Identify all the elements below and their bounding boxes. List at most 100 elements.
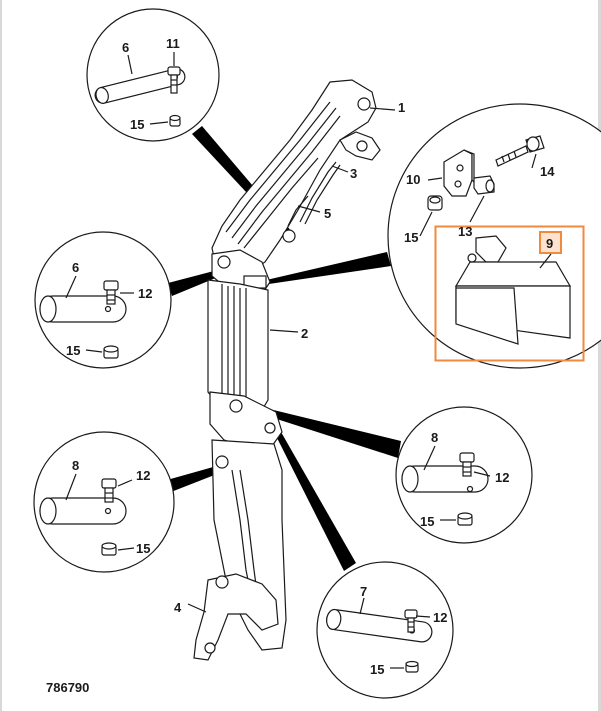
leader-lr-12: [415, 615, 431, 618]
label-ml-15: 15: [66, 343, 80, 358]
frame-border-left: [0, 0, 2, 711]
kingpost-lower-pin: [204, 642, 216, 654]
nut-part-15-big-right: [427, 195, 443, 211]
label-ml-12: 12: [138, 286, 152, 301]
leader-tl-15: [149, 121, 169, 125]
leader-ml-15: [85, 349, 103, 353]
leader-br-15: [419, 211, 433, 237]
detail-low-left: 8 12 15: [33, 431, 175, 573]
callout-wedge-low-right: [268, 418, 356, 571]
label-lr-7: 7: [360, 584, 367, 599]
boom-assembly: [193, 79, 381, 661]
leader-3: [331, 165, 349, 173]
stop-part-13: [473, 175, 495, 195]
pin-part-6-mid: [39, 295, 127, 323]
detail-big-right: 10 13 14 15 9: [387, 103, 601, 369]
label-part-3: 3: [350, 166, 357, 181]
detail-top-left: 6 11 15: [86, 8, 220, 142]
drawing-number: 786790: [46, 680, 89, 695]
label-mr-15: 15: [420, 514, 434, 529]
label-br-9: 9: [546, 236, 553, 251]
boom-foot-joint: [209, 391, 283, 449]
callout-wedge-mid-right: [255, 406, 401, 458]
nut-part-15-mid: [103, 345, 119, 359]
label-tl-11: 11: [166, 36, 180, 51]
label-tl-15: 15: [130, 117, 144, 132]
pad-part-9: [454, 235, 572, 345]
rod-edge: [304, 164, 341, 225]
nut-part-15-mid-right: [457, 512, 473, 526]
label-br-14: 14: [540, 164, 555, 179]
label-part-5: 5: [324, 206, 331, 221]
main-boom: [207, 279, 269, 411]
arm-top-pin: [357, 97, 371, 111]
label-part-1: 1: [398, 100, 405, 115]
leader-ll-8: [65, 473, 77, 501]
leader-mr-12: [473, 471, 491, 477]
bracket-part-10: [443, 149, 475, 197]
leader-lr-7: [359, 597, 365, 615]
bolt-part-14: [495, 135, 545, 167]
kingpost: [193, 573, 279, 661]
label-ll-15: 15: [136, 541, 150, 556]
pin-part-8-right: [401, 465, 489, 493]
label-ll-12: 12: [136, 468, 150, 483]
bolt-part-12-mid: [103, 280, 119, 305]
label-mr-8: 8: [431, 430, 438, 445]
leader-ll-12: [117, 479, 133, 487]
bolt-part-12-low-left: [101, 478, 117, 503]
bolt-part-11: [167, 66, 181, 94]
boom-foot-pin-1: [229, 399, 243, 413]
leader-ml-6: [65, 275, 77, 299]
leader-ll-15: [117, 547, 135, 551]
nut-part-15-low-right: [405, 660, 419, 673]
frame-border-right: [598, 0, 601, 711]
arm-pivot-pin: [282, 229, 296, 243]
label-br-13: 13: [458, 224, 472, 239]
arm-end-pin: [356, 140, 368, 152]
highlight-label-box: [539, 231, 562, 254]
bolt-part-12-low-right: [404, 609, 418, 633]
label-br-15: 15: [404, 230, 418, 245]
leader-br-14: [531, 153, 537, 169]
detail-mid-right: 8 12 15: [395, 406, 533, 544]
label-lr-15: 15: [370, 662, 384, 677]
label-part-4: 4: [174, 600, 182, 615]
lower-boom-pin: [215, 455, 229, 469]
leader-br-13: [469, 195, 485, 223]
label-part-2: 2: [301, 326, 308, 341]
arm-hose-1: [225, 101, 331, 233]
label-br-10: 10: [406, 172, 420, 187]
leader-br-10: [427, 177, 443, 181]
kingpost-pin: [215, 575, 229, 589]
label-lr-12: 12: [433, 610, 447, 625]
detail-low-right: 7 12 15: [316, 561, 454, 699]
leader-5: [297, 205, 321, 213]
pin-part-8-left: [39, 497, 127, 525]
bolt-part-12-mid-right: [459, 452, 475, 477]
arm-hose-4: [243, 157, 319, 249]
link: [287, 195, 309, 227]
rod: [299, 161, 337, 223]
boom-head-pin: [217, 255, 231, 269]
arm-hose-3: [237, 115, 341, 245]
leader-4: [187, 603, 207, 613]
label-mr-12: 12: [495, 470, 509, 485]
boom-foot-pin-2: [264, 422, 276, 434]
leader-tl-6: [127, 54, 133, 75]
nut-part-15-top: [169, 114, 181, 127]
highlight-box: [434, 225, 585, 362]
detail-mid-left: 6 12 15: [34, 231, 172, 369]
leader-br-9: [539, 253, 552, 269]
label-ll-8: 8: [72, 458, 79, 473]
leader-2: [269, 329, 299, 333]
leader-1: [369, 107, 396, 111]
nut-part-15-low-left: [101, 542, 117, 556]
label-tl-6: 6: [122, 40, 129, 55]
callout-wedge-big-right: [262, 252, 391, 285]
label-ml-6: 6: [72, 260, 79, 275]
arm-hose-2: [231, 107, 337, 239]
leader-mr-8: [423, 445, 436, 471]
